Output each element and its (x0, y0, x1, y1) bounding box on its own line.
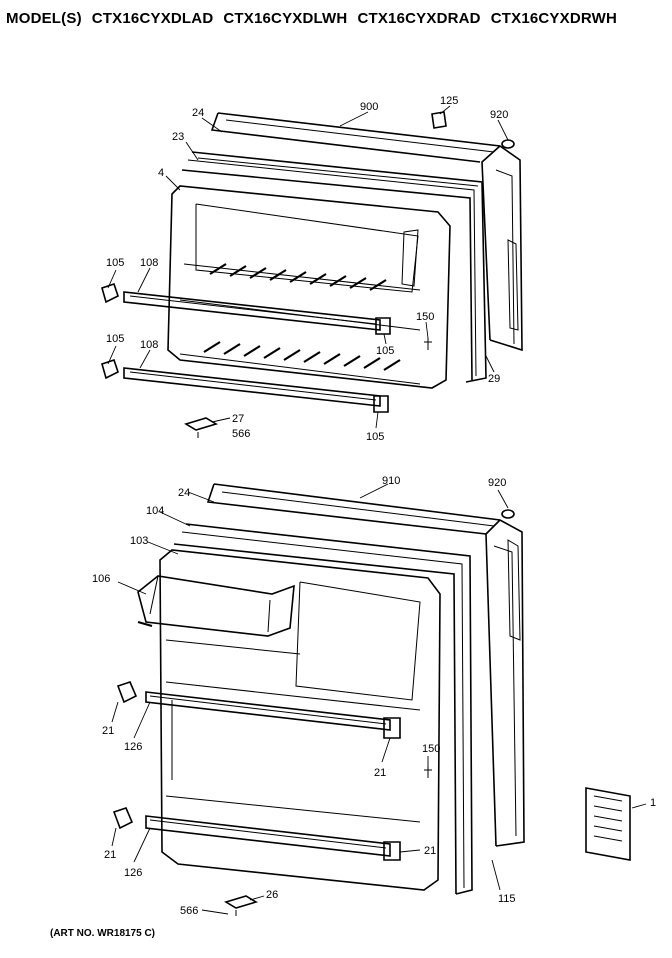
screw-150-top (424, 338, 432, 350)
gasket-104 (173, 523, 473, 895)
callout-115: 115 (498, 893, 516, 905)
callout-21-d: 21 (104, 849, 116, 861)
model-header: MODEL(S) CTX16CYXDLAD CTX16CYXDLWH CTX16CYX… (6, 10, 670, 27)
shelf-rail-126-lower (145, 815, 401, 861)
shelf-rail-108-lower (123, 367, 389, 413)
shelf-rail-126-upper (145, 691, 401, 739)
callout-920-top: 920 (490, 109, 508, 121)
inner-liner-4 (167, 185, 451, 389)
callout-900: 900 (360, 101, 378, 113)
callout-29: 29 (488, 373, 500, 385)
fresh-food-door-assembly (111, 483, 647, 916)
callout-103: 103 (130, 535, 148, 547)
gasket-frame (181, 151, 487, 383)
callout-1: 1 (650, 797, 656, 809)
callout-566-top: 566 (232, 428, 250, 440)
clip-21-upper-left (116, 681, 138, 704)
dairy-compartment-106 (137, 575, 295, 637)
callout-21-a: 21 (102, 725, 114, 737)
callout-125: 125 (440, 95, 458, 107)
callout-105-d: 105 (366, 431, 384, 443)
plug-920-bottom (501, 509, 515, 519)
door-panel-900 (210, 112, 523, 352)
callout-566-bottom: 566 (180, 905, 198, 917)
callout-106: 106 (92, 573, 110, 585)
clip-105-lower-left (101, 358, 119, 380)
callout-104: 104 (146, 505, 164, 517)
callout-105-c: 105 (376, 345, 394, 357)
callout-126-b: 126 (124, 867, 142, 879)
callout-21-b: 21 (374, 767, 386, 779)
screw-150-bottom (424, 766, 432, 778)
callout-150-bottom: 150 (422, 743, 440, 755)
callout-4: 4 (158, 167, 164, 179)
callout-920-bottom: 920 (488, 477, 506, 489)
model-number-2: CTX16CYXDLWH (223, 10, 348, 27)
callout-27: 27 (232, 413, 244, 425)
door-panel-910 (206, 483, 525, 847)
nameplate-1 (585, 787, 631, 861)
callout-21-c: 21 (424, 845, 436, 857)
callout-105-b: 105 (106, 333, 124, 345)
model-number-1: CTX16CYXDLAD (91, 10, 214, 27)
model-prefix: MODEL(S) (6, 10, 82, 27)
plug-920-top (501, 139, 515, 149)
model-number-3: CTX16CYXDRAD (357, 10, 481, 27)
inner-liner-103 (159, 549, 441, 891)
callout-26: 26 (266, 889, 278, 901)
callout-150-top: 150 (416, 311, 434, 323)
callout-108-a: 108 (140, 257, 158, 269)
part-125 (431, 111, 447, 129)
freezer-door-assembly (101, 105, 523, 438)
callout-105-a: 105 (106, 257, 124, 269)
callout-108-b: 108 (140, 339, 158, 351)
callout-910: 910 (382, 475, 400, 487)
bracket-27 (184, 417, 218, 431)
callout-24-bottom: 24 (178, 487, 190, 499)
bracket-26 (224, 895, 258, 909)
model-number-4: CTX16CYXDRWH (490, 10, 618, 27)
callout-126-a: 126 (124, 741, 142, 753)
shelf-rail-108-upper (123, 291, 391, 335)
clip-105-upper-left (101, 282, 119, 304)
art-number: (ART NO. WR18175 C) (50, 928, 156, 939)
clip-21-lower-left (112, 807, 134, 830)
callout-24-top: 24 (192, 107, 204, 119)
callout-23: 23 (172, 131, 184, 143)
